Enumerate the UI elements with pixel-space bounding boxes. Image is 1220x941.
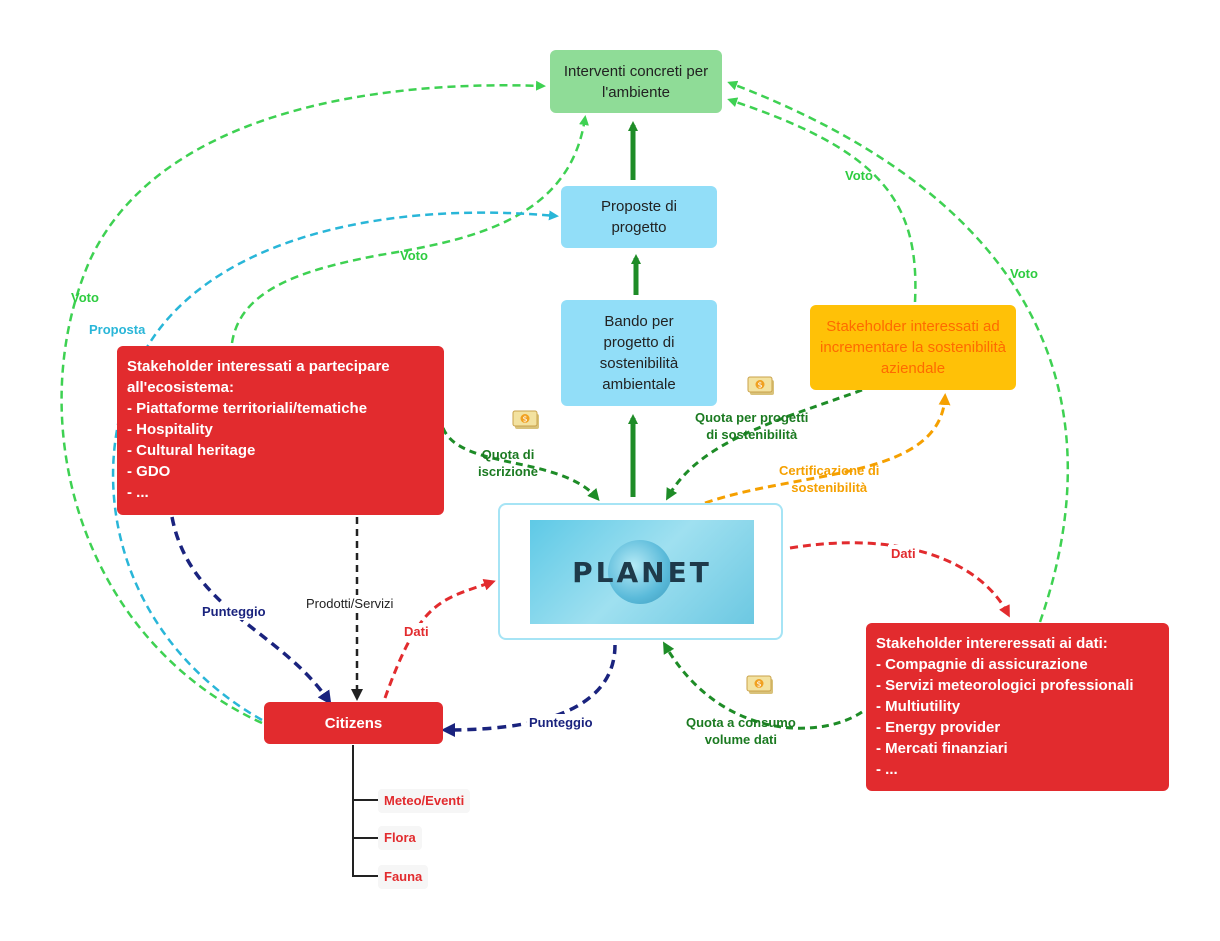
- ecosistema-item: - GDO: [127, 463, 171, 480]
- edge-certificazione: [704, 393, 951, 505]
- leaf-fauna: Fauna: [378, 865, 429, 889]
- label-quota-iscrizione: Quota di iscrizione: [478, 447, 538, 479]
- edge-dati-citizens-to-planet: [383, 578, 496, 699]
- label-dati-right: Dati: [888, 545, 919, 562]
- label-voto-center: Voto: [400, 248, 428, 263]
- edge-quota-consumo: [662, 641, 863, 730]
- ecosistema-item: - Hospitality: [127, 421, 213, 438]
- label-voto-right: Voto: [1010, 266, 1038, 281]
- planet-logo-text: PLANET: [572, 555, 712, 589]
- svg-text:$: $: [522, 415, 527, 424]
- ecosistema-title: Stakeholder interessati a partecipare al…: [127, 358, 390, 396]
- svg-text:$: $: [756, 680, 761, 689]
- node-stakeholder-dati: Stakeholder intereressati ai dati: - Com…: [866, 623, 1169, 791]
- money-icon: $: [746, 675, 773, 694]
- edge-quota-iscrizione: [441, 427, 600, 502]
- dati-item: - Compagnie di assicurazione: [876, 656, 1088, 673]
- citizens-tree-lines: [352, 745, 378, 877]
- edge-voto-aziendale-interventi: [727, 97, 917, 303]
- node-stakeholder-aziendale: Stakeholder interessati ad incrementare …: [810, 305, 1016, 390]
- label-voto-left: Voto: [71, 290, 99, 305]
- ecosistema-item: - ...: [127, 484, 149, 501]
- node-proposte: Proposte di progetto: [561, 186, 717, 248]
- label-punteggio-bottom: Punteggio: [527, 714, 595, 731]
- edge-voto-dati-interventi: [727, 80, 1070, 623]
- planet-logo-image: PLANET: [530, 520, 754, 624]
- dati-item: - Multiutility: [876, 698, 961, 715]
- edge-punteggio-planet-citizens: [441, 644, 617, 737]
- node-interventi: Interventi concreti per l'ambiente: [550, 50, 722, 113]
- money-icon: $: [747, 376, 774, 395]
- label-certificazione: Certificazione di sostenibilità: [779, 463, 880, 495]
- dati-item: - Energy provider: [876, 719, 1001, 736]
- dati-item: - Servizi meteorologici professionali: [876, 677, 1134, 694]
- dati-item: - Mercati finanziari: [876, 740, 1008, 757]
- node-citizens: Citizens: [264, 702, 443, 744]
- dati-title: Stakeholder intereressati ai dati:: [876, 635, 1108, 652]
- edge-dati-planet-to-stakeholder: [789, 541, 1010, 618]
- leaf-meteo-eventi: Meteo/Eventi: [378, 789, 471, 813]
- label-dati-left: Dati: [402, 623, 431, 640]
- dati-item: - ...: [876, 761, 898, 778]
- label-voto-right-top: Voto: [845, 168, 873, 183]
- node-stakeholder-ecosistema: Stakeholder interessati a partecipare al…: [117, 346, 444, 515]
- node-planet: PLANET: [498, 503, 783, 640]
- edge-voto-ecosistema-interventi: [230, 115, 589, 344]
- label-prodotti-servizi: Prodotti/Servizi: [304, 595, 396, 612]
- node-bando: Bando per progetto di sostenibilità ambi…: [561, 300, 717, 406]
- label-proposta: Proposta: [89, 322, 146, 337]
- leaf-flora: Flora: [378, 826, 422, 850]
- svg-text:$: $: [757, 381, 762, 390]
- label-quota-consumo: Quota a consumo volume dati: [686, 715, 796, 747]
- ecosistema-item: - Piattaforme territoriali/tematiche: [127, 400, 368, 417]
- money-icon: $: [512, 410, 539, 429]
- label-quota-progetti: Quota per progetti di sostenibilità: [695, 410, 809, 442]
- globe-icon: [608, 540, 672, 604]
- label-punteggio-left: Punteggio: [200, 603, 268, 620]
- edge-voto-citizens-interventi: [60, 80, 546, 725]
- edge-quota-progetti: [666, 388, 863, 501]
- ecosistema-item: - Cultural heritage: [127, 442, 256, 459]
